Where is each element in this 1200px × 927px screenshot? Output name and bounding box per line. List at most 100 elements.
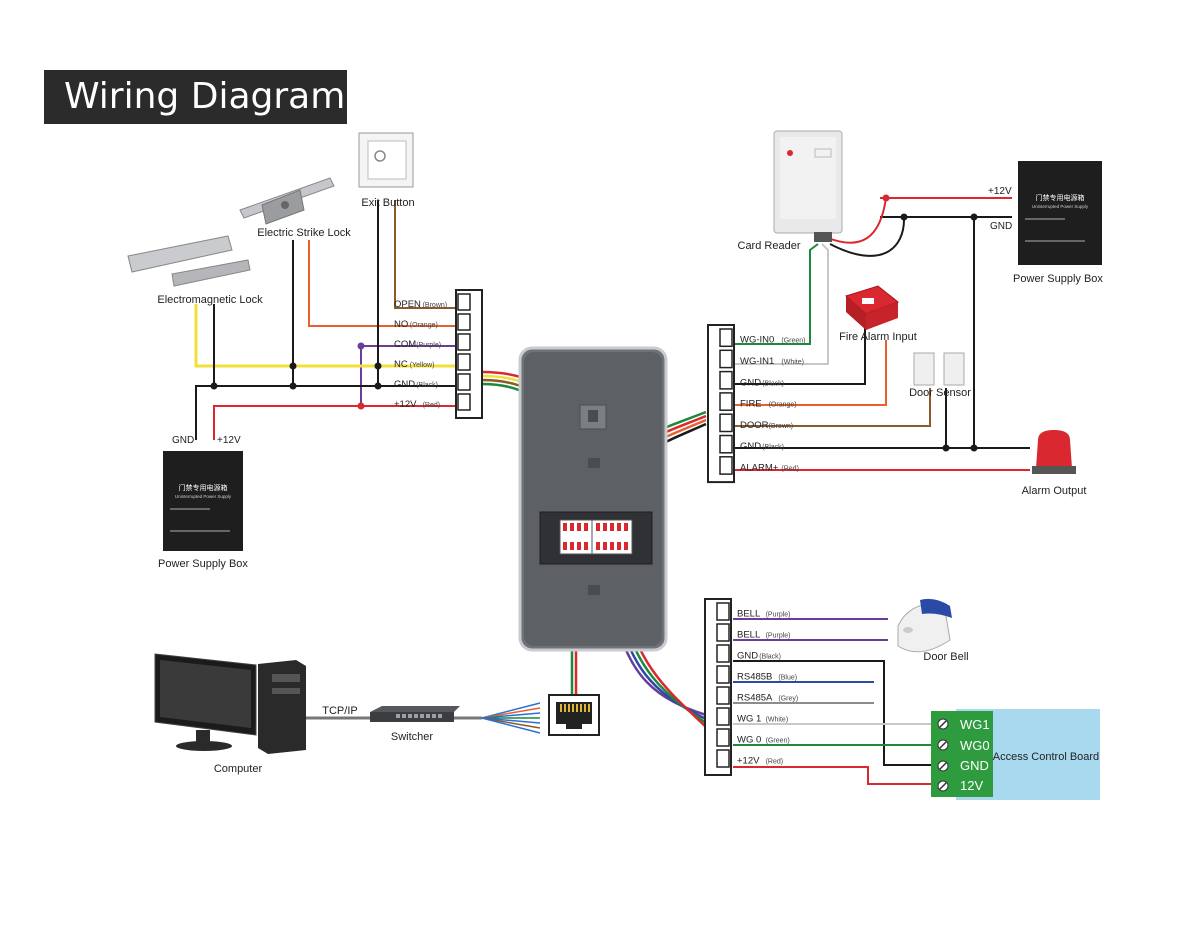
left-terminal-pin (457, 313, 471, 331)
left-psu-box-subtitle: Uninterrupted Power Supply (175, 494, 232, 499)
right-top-terminal-pin (719, 370, 733, 390)
wire-com-purple (360, 345, 458, 406)
right-top-terminal-pin (719, 456, 733, 475)
alarm-output-device (1032, 430, 1076, 474)
left-psu-box-title: 门禁专用电源箱 (179, 483, 228, 492)
right-top-terminal-pin-name: WG-IN1 (740, 356, 774, 367)
page-title: Wiring Diagram (44, 70, 347, 124)
left-terminal-pin-color: (Orange) (410, 322, 438, 329)
left-terminal-pin-color: (Purple) (416, 342, 441, 349)
left-terminal-pin (457, 393, 471, 411)
right-top-terminal-pin-color: (Black) (762, 380, 784, 387)
right-bottom-terminal-pin (716, 749, 730, 768)
wire-wg-in1-white (735, 243, 829, 365)
right-bottom-terminal-pin-color: (Green) (766, 738, 790, 745)
right-psu-box-subtitle: Uninterrupted Power Supply (1032, 204, 1089, 209)
fanout-cable (481, 702, 541, 734)
right-bottom-terminal-pin-name: RS485A (737, 693, 773, 704)
right-psu-gnd-label: GND (990, 221, 1012, 232)
right-top-terminal-pin-name: GND (740, 377, 761, 388)
right-top-terminal-pin-color: (Green) (781, 338, 805, 345)
door-bell-label: Door Bell (923, 651, 968, 663)
switcher-label: Switcher (391, 731, 434, 743)
right-bottom-terminal-pin-color: (Purple) (766, 612, 791, 619)
left-terminal-pin (457, 353, 471, 371)
right-bottom-terminal-pin-name: BELL (737, 609, 760, 620)
right-bottom-terminal-pin-color: (Purple) (766, 633, 791, 640)
board-terminal-wg0: WG0 (960, 738, 990, 753)
right-psu-12v-label: +12V (988, 186, 1012, 197)
board-terminal-wg1: WG1 (960, 717, 990, 732)
right-power-supply-box: 门禁专用电源箱 Uninterrupted Power Supply (1018, 161, 1102, 265)
left-terminal-pin-name: GND (394, 379, 415, 390)
right-top-terminal-pin-name: FIRE (740, 399, 762, 410)
right-bottom-terminal-block: BELL(Purple)BELL(Purple)GND(Black)RS485B… (704, 598, 798, 776)
electromagnetic-lock-device (127, 235, 251, 287)
electromagnetic-lock-label: Electromagnetic Lock (157, 294, 263, 306)
right-bottom-terminal-pin-name: WG 0 (737, 735, 761, 746)
tcpip-label: TCP/IP (322, 705, 357, 717)
left-terminal-pin-name: NO (394, 319, 408, 330)
board-terminal-gnd: GND (960, 758, 989, 773)
controller-unit (518, 346, 668, 652)
access-control-board: WG1 WG0 GND 12V Access Control Board (931, 709, 1100, 800)
wire-door-brown (735, 388, 931, 427)
right-top-terminal-pin (719, 328, 733, 348)
left-terminal-pin-name: OPEN (394, 299, 421, 310)
right-bottom-terminal-pin-color: (Blue) (778, 675, 797, 682)
left-terminal-pin-name: +12V (394, 399, 417, 410)
right-top-terminal-pin-color: (Red) (781, 465, 799, 472)
left-terminal-pin-color: (Black) (416, 382, 438, 389)
door-sensor-device (913, 352, 965, 386)
wire-open-brown (394, 200, 458, 309)
right-top-terminal-pin-name: WG-IN0 (740, 335, 774, 346)
wire-gnd-black-board (733, 660, 932, 766)
left-terminal-pin-name: COM (394, 339, 416, 350)
right-bottom-terminal-pin (716, 707, 730, 726)
exit-button-label: Exit Button (361, 197, 414, 209)
right-bottom-terminal-pin (716, 728, 730, 747)
right-bottom-terminal-pin (716, 623, 730, 642)
right-bottom-terminal-pin (716, 644, 730, 663)
alarm-output-label: Alarm Output (1022, 485, 1087, 497)
card-reader-device (773, 130, 843, 242)
card-reader-label: Card Reader (738, 240, 801, 252)
right-bottom-terminal-pin (716, 665, 730, 684)
wire-12v-red-board (733, 766, 932, 785)
left-terminal-pin (457, 293, 471, 311)
right-bottom-terminal-pin (716, 686, 730, 705)
right-top-terminal-pin-name: GND (740, 441, 761, 452)
computer-label: Computer (214, 763, 263, 775)
fire-alarm-device (845, 285, 899, 330)
right-top-terminal-pin (719, 413, 733, 433)
right-top-terminal-pin (719, 434, 733, 454)
left-psu-12v-label: +12V (217, 435, 241, 446)
left-terminal-block: OPEN(Brown)NO(Orange)COM(Purple)NC(Yello… (394, 289, 483, 419)
left-terminal-pin (457, 373, 471, 391)
right-bottom-terminal-pin-color: (Grey) (778, 696, 798, 703)
right-top-terminal-pin-color: (Black) (762, 444, 784, 451)
door-sensor-label: Door Sensor (909, 387, 971, 399)
right-top-terminal-pin (719, 349, 733, 369)
wire-wg-in0-green (735, 243, 819, 345)
right-psu-box-title: 门禁专用电源箱 (1036, 193, 1085, 202)
right-top-terminal-block: WG-IN0(Green)WG-IN1(White)GND(Black)FIRE… (707, 324, 806, 484)
right-top-terminal-pin-color: (Orange) (769, 402, 797, 409)
rj45-port (548, 694, 600, 736)
left-psu-gnd-label: GND (172, 435, 194, 446)
wire-no-orange (308, 240, 458, 327)
fire-alarm-label: Fire Alarm Input (839, 331, 917, 343)
board-terminal-12v: 12V (960, 778, 983, 793)
wire-gnd-black-down (195, 385, 214, 440)
right-bottom-terminal-pin-name: BELL (737, 630, 760, 641)
left-terminal-pin-color: (Brown) (423, 302, 448, 309)
right-bottom-terminal-pin-color: (Red) (766, 759, 784, 766)
right-bottom-terminal-pin-name: GND (737, 651, 758, 662)
left-power-supply-box: 门禁专用电源箱 Uninterrupted Power Supply (163, 451, 243, 551)
right-top-terminal-pin-color: (Brown) (769, 423, 794, 430)
right-bottom-terminal-pin-color: (White) (766, 717, 789, 724)
right-bottom-terminal-pin-name: WG 1 (737, 714, 761, 725)
wire-fire-orange (735, 340, 887, 406)
left-terminal-pin (457, 333, 471, 351)
